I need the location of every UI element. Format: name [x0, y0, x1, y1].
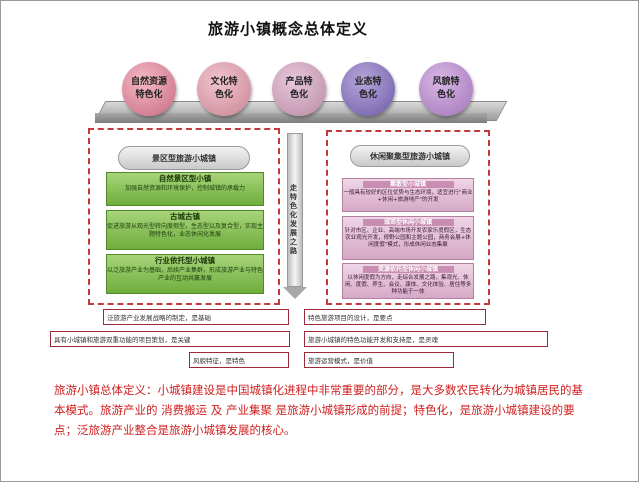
caption-project-design: 特色旅游项目的设计，是要点	[304, 309, 486, 325]
box-title: 城郊型休闲小城镇	[362, 219, 454, 226]
box-text: 以休闲度假为方向，走综合发展之路，集观光、休闲、度假、养生、会议、康体、文化体验…	[344, 275, 472, 295]
page-title: 旅游小镇概念总体定义	[208, 20, 369, 38]
down-arrow	[287, 133, 303, 287]
box-title: 行业依托型小城镇	[155, 256, 215, 265]
caption-style: 风貌特征，是特色	[189, 352, 289, 368]
scenic-town-panel: 景区型旅游小城镇 自然景区型小镇 加强自然资源和环境保护，控制城镇的承载力 古城…	[88, 128, 280, 305]
circle-business: 业态特色化	[341, 62, 395, 116]
suburban-town-box: 城郊型休闲小城镇 针对市区、企业、高端市场开发农家乐度假区，生态农业观光开发，修…	[342, 216, 474, 260]
leisure-town-header: 休闲聚集型旅游小城镇	[350, 145, 470, 167]
natural-scenic-town-box: 自然景区型小镇 加强自然资源和环境保护，控制城镇的承载力	[106, 172, 264, 206]
industry-town-box: 行业依托型小城镇 以泛旅游产业为基础，后续产业集群，形成旅游产业与特色产业的互动…	[106, 254, 264, 294]
box-title: 资源依托型休闲小城镇	[362, 266, 454, 273]
circle-natural-resources: 自然资源特色化	[122, 62, 176, 116]
box-text: 促进旅游从观光型转向度假型，生态型以及复合型，实现主题特色化，业态休闲化发展	[107, 223, 264, 238]
caption-function: 旅游小城镇的特色功能开发和支持是，是灵魂	[304, 331, 548, 347]
shelf-front	[95, 113, 487, 123]
summary-text: 旅游小镇总体定义：小城镇建设是中国城镇化进程中非常重要的部分，是大多数农民转化为…	[54, 383, 583, 437]
caption-strategy: 泛旅游产业发展战略的制定，是基础	[103, 309, 289, 325]
scenic-town-header: 景区型旅游小城镇	[118, 146, 250, 170]
circle-product: 产品特色化	[272, 62, 326, 116]
box-text: 一般具有较好的区位优势与生态环境，适宜进行"商业+休闲+旅游地产"的开发	[343, 190, 473, 203]
arrow-label: 走特色化发展之路	[290, 184, 297, 255]
box-text: 针对市区、企业、高端市场开发农家乐度假区，生态农业观光开发，修野公园和主题公园，…	[344, 228, 472, 248]
leisure-town-panel: 休闲聚集型旅游小城镇 集散型小城镇 一般具有较好的区位优势与生态环境，适宜进行"…	[326, 130, 490, 305]
box-title: 古城古镇	[170, 212, 200, 221]
caption-planning: 具有小城镇和旅游双重功能的项目策划，是关键	[50, 331, 290, 347]
box-text: 以泛旅游产业为基础，后续产业集群，形成旅游产业与特色产业的互动共赢发展	[107, 267, 264, 282]
box-title: 自然景区型小镇	[158, 174, 212, 183]
box-text: 加强自然资源和环境保护，控制城镇的承载力	[124, 185, 245, 192]
distribution-town-box: 集散型小城镇 一般具有较好的区位优势与生态环境，适宜进行"商业+休闲+旅游地产"…	[342, 178, 474, 212]
ancient-town-box: 古城古镇 促进旅游从观光型转向度假型，生态型以及复合型，实现主题特色化，业态休闲…	[106, 210, 264, 250]
down-arrow-head	[283, 287, 307, 299]
circle-landscape: 风貌特色化	[419, 62, 473, 116]
caption-operation: 旅游运营模式，是价值	[304, 352, 454, 368]
resource-town-box: 资源依托型休闲小城镇 以休闲度假为方向，走综合发展之路，集观光、休闲、度假、养生…	[342, 263, 474, 299]
box-title: 集散型小城镇	[362, 181, 454, 188]
circle-culture: 文化特色化	[197, 62, 251, 116]
